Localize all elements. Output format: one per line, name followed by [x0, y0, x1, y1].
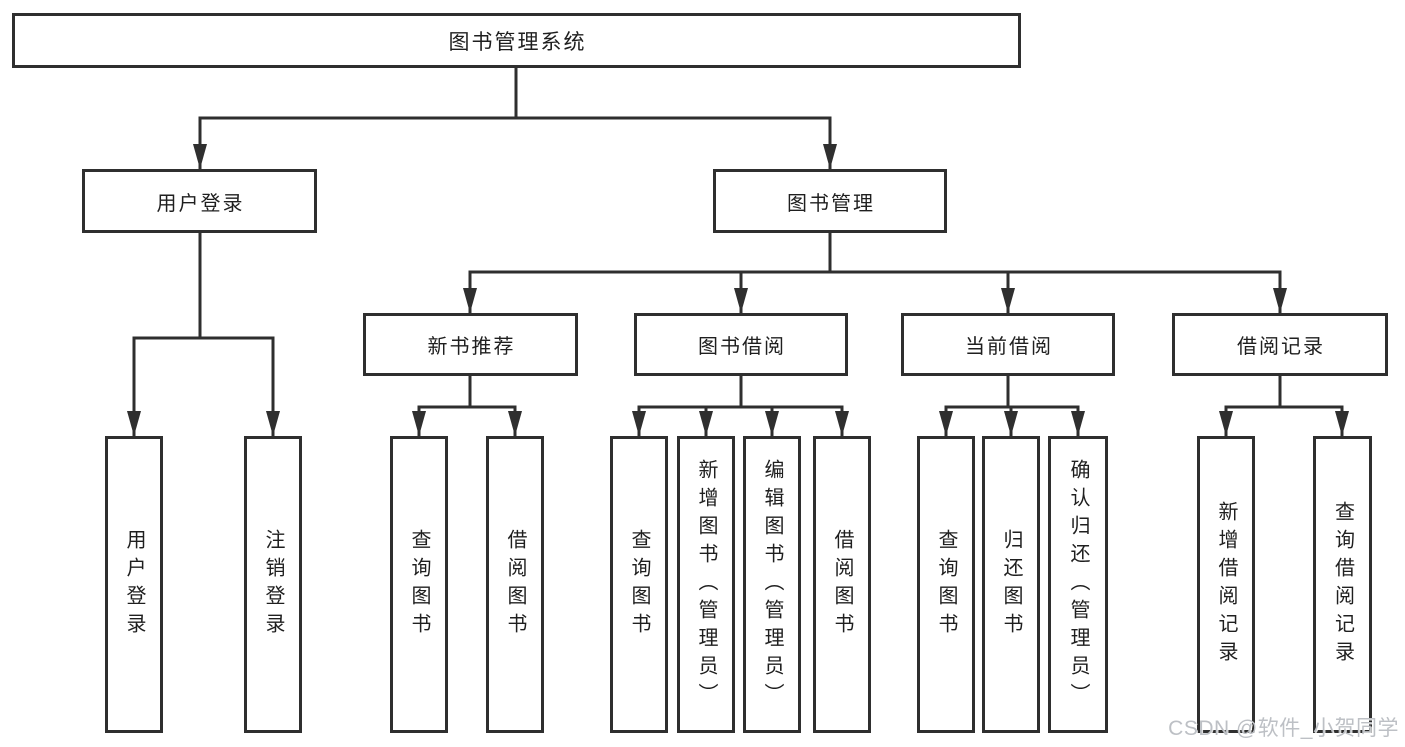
leaf-borrow-borrow-books: 借阅图书 — [813, 436, 871, 733]
leaf-current-query-books: 查询图书 — [917, 436, 975, 733]
leaf-borrow-add-books-admin: 新增图书（管理员） — [677, 436, 735, 733]
leaf-user-login: 用户登录 — [105, 436, 163, 733]
node-user-login: 用户登录 — [82, 169, 317, 233]
leaf-records-add-record: 新增借阅记录 — [1197, 436, 1255, 733]
leaf-logout: 注销登录 — [244, 436, 302, 733]
leaf-current-confirm-return-admin: 确认归还（管理员） — [1048, 436, 1108, 733]
node-book-borrow: 图书借阅 — [634, 313, 848, 376]
leaf-borrow-query-books: 查询图书 — [610, 436, 668, 733]
node-book-management: 图书管理 — [713, 169, 947, 233]
node-current-borrow: 当前借阅 — [901, 313, 1115, 376]
leaf-recommend-borrow-books: 借阅图书 — [486, 436, 544, 733]
node-root: 图书管理系统 — [12, 13, 1021, 68]
node-new-book-recommend: 新书推荐 — [363, 313, 578, 376]
leaf-borrow-edit-books-admin: 编辑图书（管理员） — [743, 436, 801, 733]
leaf-records-query-record: 查询借阅记录 — [1313, 436, 1372, 733]
watermark: CSDN @软件_小贺同学 — [1168, 717, 1399, 740]
node-borrow-records: 借阅记录 — [1172, 313, 1388, 376]
leaf-current-return-books: 归还图书 — [982, 436, 1040, 733]
leaf-recommend-query-books: 查询图书 — [390, 436, 448, 733]
